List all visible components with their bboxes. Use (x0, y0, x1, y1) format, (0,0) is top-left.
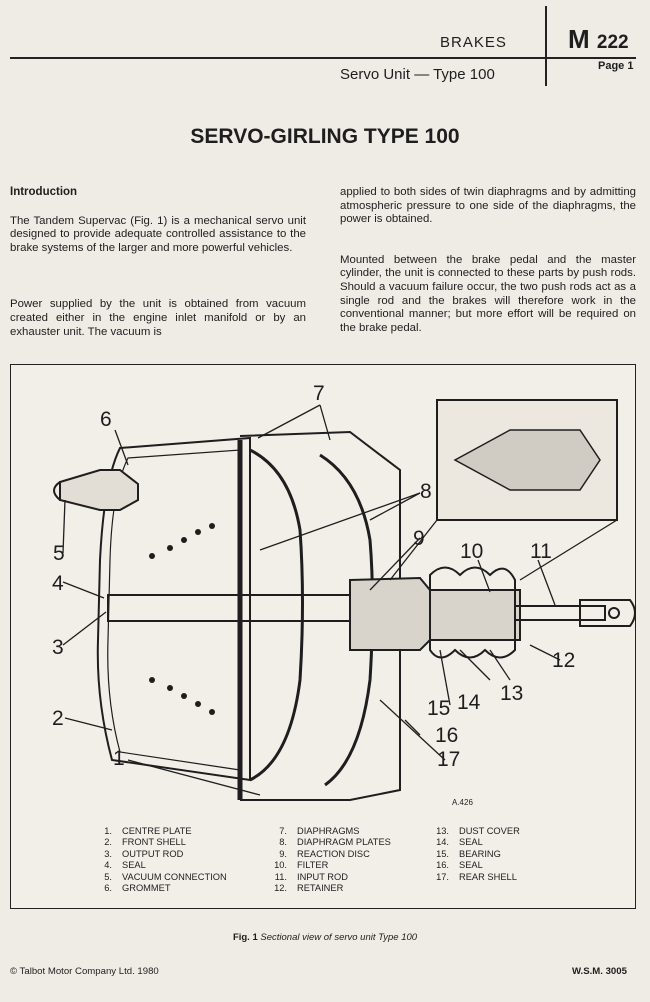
dust-cover (429, 566, 516, 659)
callout-6: 6 (100, 408, 112, 431)
callout-8: 8 (420, 480, 432, 503)
callout-11: 11 (530, 540, 552, 563)
legend-item: 16.SEAL (436, 860, 483, 871)
manual-code: W.S.M. 3005 (572, 966, 627, 977)
caption-label: Fig. 1 (232, 932, 258, 943)
legend-item: 2.FRONT SHELL (104, 837, 186, 848)
legend-item: 5.VACUUM CONNECTION (104, 871, 227, 882)
shell-holes (149, 523, 215, 715)
legend-column-3: 13.DUST COVER 14.SEAL 15.BEARING 16.SEAL… (425, 826, 520, 883)
caption-text: Sectional view of servo unit Type 100 (260, 932, 418, 943)
doc-code-letter: M (568, 24, 590, 54)
callout-10: 10 (460, 540, 483, 563)
vacuum-connection (59, 469, 139, 511)
output-rod (107, 594, 354, 622)
legend-item: 10.FILTER (274, 860, 329, 871)
callout-7: 7 (313, 382, 325, 405)
callout-numbers: 6 7 8 9 10 11 5 4 3 12 13 14 15 2 16 1 1… (52, 382, 575, 771)
legend-column-2: 7.DIAPHRAGMS 8.DIAPHRAGM PLATES 9.REACTI… (263, 826, 391, 894)
valve-body (349, 576, 521, 651)
legend-item: 15.BEARING (436, 848, 501, 859)
legend-item: 12.RETAINER (274, 883, 344, 894)
legend-item: 11.INPUT ROD (274, 871, 348, 882)
diaphragm-plate-1 (249, 448, 304, 782)
callout-13: 13 (500, 682, 523, 705)
header-divider-vertical (545, 6, 547, 86)
header-rule (10, 57, 636, 59)
legend-column-1: 1.CENTRE PLATE 2.FRONT SHELL 3.OUTPUT RO… (88, 826, 227, 894)
legend-item: 1.CENTRE PLATE (104, 826, 192, 836)
callout-3: 3 (52, 636, 64, 659)
subsection-title: Servo Unit — Type 100 (340, 66, 495, 83)
callout-14: 14 (457, 691, 481, 714)
paragraph-1: The Tandem Supervac (Fig. 1) is a mechan… (10, 214, 306, 254)
callout-2: 2 (52, 707, 64, 730)
paragraph-4: Mounted between the brake pedal and the … (340, 253, 636, 334)
vacuum-connection-nozzle (53, 481, 61, 501)
callout-17: 17 (437, 748, 460, 771)
callout-16: 16 (435, 724, 458, 747)
callout-leaders (62, 404, 561, 796)
legend-item: 6.GROMMET (104, 883, 171, 894)
inset-detail-shape (453, 429, 601, 491)
callout-12: 12 (552, 649, 575, 672)
document-code: M 222 (568, 24, 629, 55)
legend-item: 9.REACTION DISC (279, 848, 370, 859)
page-number: Page 1 (598, 60, 634, 72)
callout-9: 9 (413, 527, 425, 550)
input-rod-clevis (579, 599, 636, 627)
legend-item: 4.SEAL (104, 860, 146, 871)
clevis-pin-hole (608, 607, 620, 619)
input-rod (514, 605, 606, 621)
paragraph-2: Power supplied by the unit is obtained f… (10, 298, 306, 338)
doc-code-number: 222 (596, 32, 629, 53)
section-heading: Introduction (10, 186, 78, 198)
legend-item: 13.DUST COVER (436, 826, 520, 836)
text-column-right: applied to both sides of twin diaphragms… (340, 186, 636, 335)
paragraph-3: applied to both sides of twin diaphragms… (340, 186, 636, 226)
legend-item: 17.REAR SHELL (436, 871, 517, 882)
copyright: © Talbot Motor Company Ltd. 1980 (10, 966, 159, 977)
legend-item: 8.DIAPHRAGM PLATES (279, 837, 391, 848)
callout-5: 5 (53, 542, 65, 565)
text-column-left: Introduction The Tandem Supervac (Fig. 1… (10, 186, 306, 339)
legend-item: 3.OUTPUT ROD (104, 848, 184, 859)
callout-15: 15 (427, 697, 450, 720)
callout-4: 4 (52, 572, 64, 595)
legend-item: 7.DIAPHRAGMS (279, 826, 360, 836)
figure-reference: A.426 (452, 798, 473, 807)
section-title: BRAKES (440, 34, 507, 51)
inset-leader (389, 519, 618, 581)
page-title: SERVO-GIRLING TYPE 100 (190, 125, 460, 148)
figure-caption: Fig. 1 Sectional view of servo unit Type… (0, 932, 650, 943)
legend-item: 14.SEAL (436, 837, 483, 848)
callout-1: 1 (113, 747, 125, 770)
